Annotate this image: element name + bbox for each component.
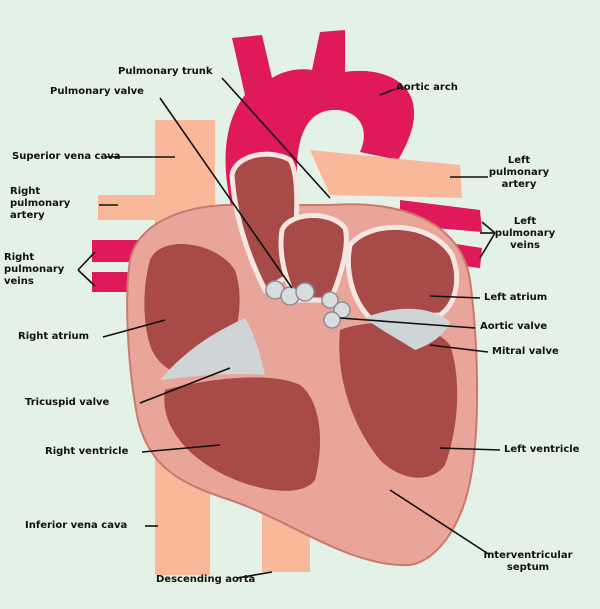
left-pulmonary-artery xyxy=(310,150,462,198)
label-line: pulmonary xyxy=(4,264,65,275)
label-mitral-valve: Mitral valve xyxy=(492,346,559,357)
label-line: Right xyxy=(10,186,41,197)
interventricular-septum-band xyxy=(318,365,395,500)
aortic-valve-cusps xyxy=(321,291,351,329)
label-line: Left xyxy=(513,216,537,227)
right-ventricle-chamber xyxy=(164,377,320,491)
label-line: veins xyxy=(510,240,540,251)
label-left-atrium: Left atrium xyxy=(484,292,548,303)
label-left-ventricle: Left ventricle xyxy=(504,444,580,455)
leader-lines xyxy=(77,77,501,579)
label-descending-aorta: Descending aorta xyxy=(156,574,256,585)
label-right-ventricle: Right ventricle xyxy=(45,446,129,457)
label-superior-vena-cava: Superior vena cava xyxy=(12,151,121,162)
label-line: Left xyxy=(507,155,531,166)
label-left-pulmonary-artery: Left pulmonary artery xyxy=(488,155,550,191)
label-pulmonary-valve: Pulmonary valve xyxy=(50,86,144,97)
label-pulmonary-trunk: Pulmonary trunk xyxy=(118,66,213,77)
label-line: pulmonary xyxy=(494,228,556,239)
label-right-pulmonary-veins: Right pulmonary veins xyxy=(4,252,64,288)
label-line: pulmonary xyxy=(488,167,550,178)
label-inferior-vena-cava: Inferior vena cava xyxy=(25,520,128,531)
mitral-valve-leaflets xyxy=(365,308,450,350)
label-line: veins xyxy=(4,276,34,287)
label-line: Right xyxy=(4,252,35,263)
pulmonary-valve-cusps xyxy=(265,280,315,306)
label-line: septum xyxy=(506,562,550,573)
label-right-atrium: Right atrium xyxy=(18,331,90,342)
label-line: artery xyxy=(501,179,537,190)
label-tricuspid-valve: Tricuspid valve xyxy=(25,397,110,408)
aortic-root-chamber xyxy=(278,213,349,303)
label-left-pulmonary-veins: Left pulmonary veins xyxy=(494,216,556,252)
label-aortic-arch: Aortic arch xyxy=(396,82,458,93)
label-aortic-valve: Aortic valve xyxy=(480,321,548,332)
left-ventricle-chamber xyxy=(339,322,458,478)
label-right-pulmonary-artery: Right pulmonary artery xyxy=(10,186,70,222)
left-atrium-chamber xyxy=(345,224,460,321)
right-pulmonary-artery xyxy=(98,195,165,220)
label-line: artery xyxy=(10,210,45,221)
label-line: Interventricular xyxy=(483,550,573,561)
tricuspid-valve-leaflets xyxy=(160,318,265,380)
label-interventricular-septum: Interventricular septum xyxy=(478,550,578,574)
label-line: pulmonary xyxy=(10,198,71,209)
